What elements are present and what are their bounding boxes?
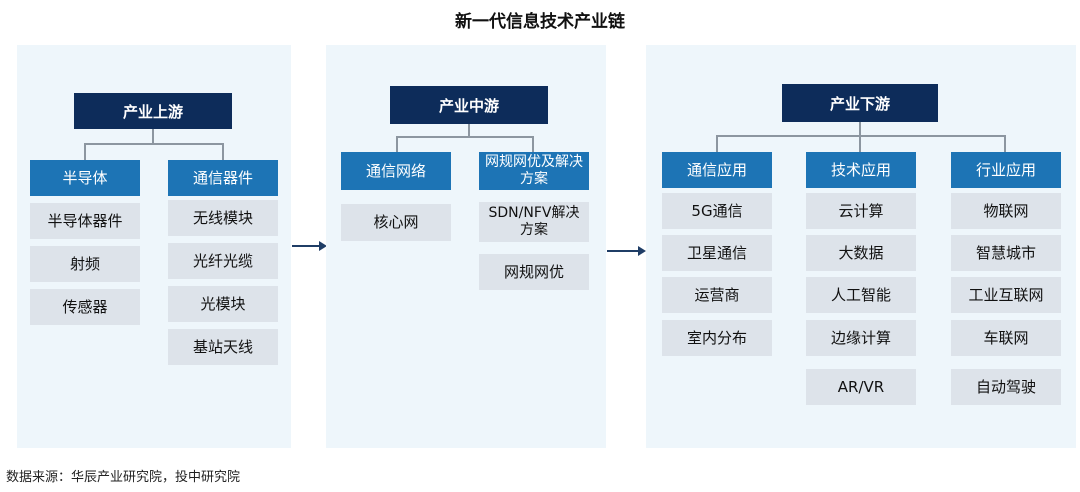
midstream-item: 核心网	[341, 204, 451, 241]
upstream-category-semiconductor: 半导体	[30, 160, 140, 196]
downstream-item: 卫星通信	[662, 235, 772, 271]
downstream-category-comm-apps: 通信应用	[662, 152, 772, 188]
upstream-item: 基站天线	[168, 329, 278, 365]
downstream-connector	[716, 135, 718, 153]
upstream-connector	[222, 143, 224, 161]
downstream-item: 5G通信	[662, 193, 772, 229]
downstream-connector	[859, 122, 861, 136]
downstream-item: AR/VR	[806, 369, 916, 405]
source-note: 数据来源：华辰产业研究院，投中研究院	[6, 470, 241, 485]
upstream-category-comm-devices: 通信器件	[168, 160, 278, 196]
downstream-item: 物联网	[951, 193, 1061, 229]
upstream-item: 无线模块	[168, 200, 278, 236]
upstream-item: 光模块	[168, 286, 278, 322]
midstream-connector	[468, 124, 470, 137]
midstream-connector	[532, 136, 534, 153]
midstream-category-network-planning: 网规网优及解决方案	[479, 152, 589, 190]
upstream-item: 射频	[30, 246, 140, 282]
midstream-item: SDN/NFV解决方案	[479, 202, 589, 242]
upstream-connector	[84, 143, 86, 161]
downstream-category-industry-apps: 行业应用	[951, 152, 1061, 188]
downstream-item: 大数据	[806, 235, 916, 271]
downstream-item: 人工智能	[806, 277, 916, 313]
downstream-connector	[1004, 135, 1006, 153]
upstream-header: 产业上游	[74, 93, 232, 129]
midstream-category-comm-network: 通信网络	[341, 152, 451, 190]
midstream-header: 产业中游	[390, 86, 548, 124]
downstream-item: 智慧城市	[951, 235, 1061, 271]
flow-arrow	[292, 241, 327, 251]
downstream-connector	[859, 135, 861, 153]
midstream-connector	[396, 136, 534, 138]
upstream-item: 传感器	[30, 289, 140, 325]
downstream-item: 运营商	[662, 277, 772, 313]
upstream-connector	[152, 129, 154, 144]
downstream-item: 边缘计算	[806, 320, 916, 356]
midstream-item: 网规网优	[479, 254, 589, 290]
diagram-title: 新一代信息技术产业链	[455, 12, 625, 32]
downstream-item: 工业互联网	[951, 277, 1061, 313]
downstream-connector	[716, 135, 1006, 137]
downstream-category-tech-apps: 技术应用	[806, 152, 916, 188]
downstream-header: 产业下游	[782, 84, 938, 122]
downstream-item: 室内分布	[662, 320, 772, 356]
downstream-item: 自动驾驶	[951, 369, 1061, 405]
midstream-connector	[396, 136, 398, 153]
flow-arrow	[607, 246, 646, 256]
upstream-item: 半导体器件	[30, 203, 140, 239]
downstream-item: 云计算	[806, 193, 916, 229]
upstream-item: 光纤光缆	[168, 243, 278, 279]
downstream-item: 车联网	[951, 320, 1061, 356]
upstream-connector	[84, 143, 224, 145]
